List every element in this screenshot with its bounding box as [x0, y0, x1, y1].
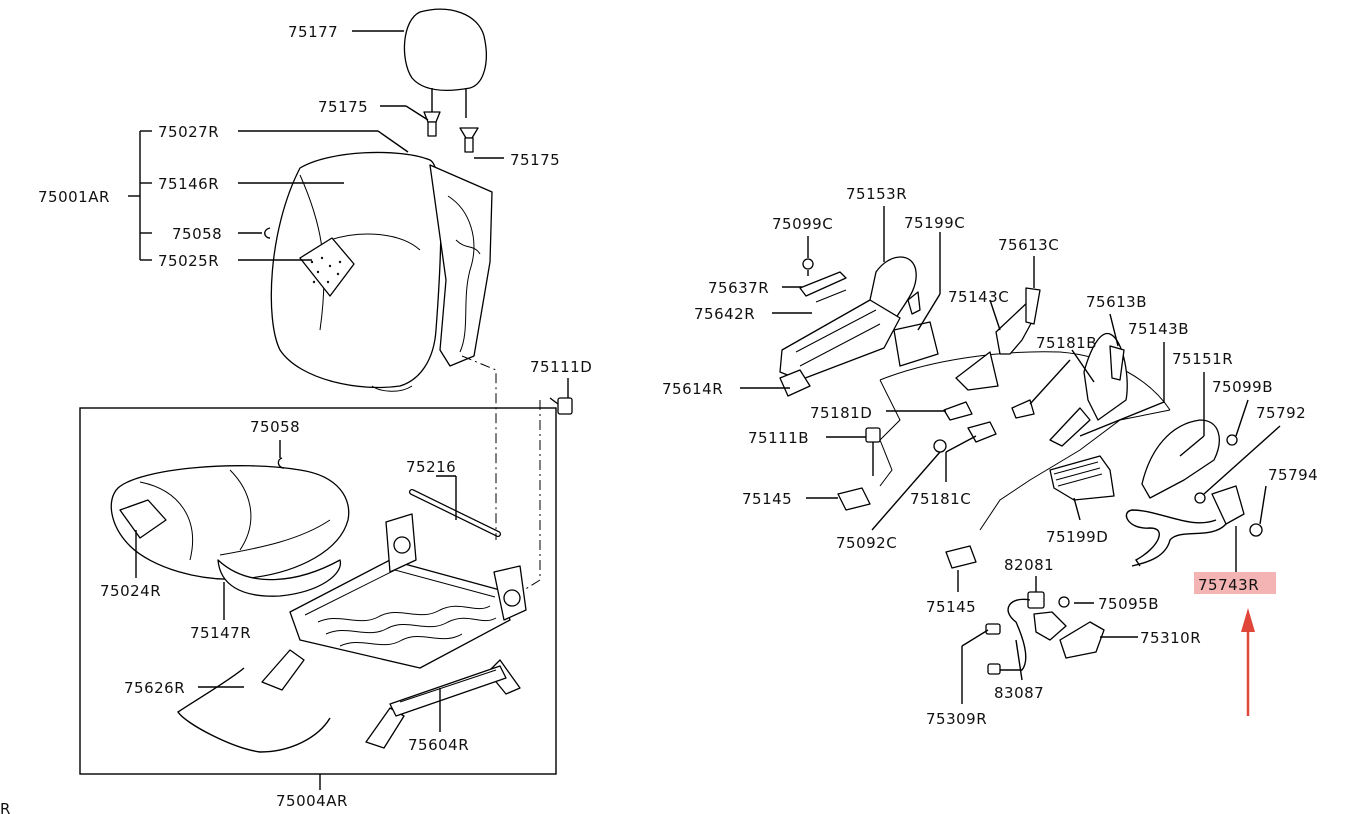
clip-part	[264, 227, 271, 239]
nut-75092c-part	[933, 439, 947, 453]
cap-75145-lower-part	[945, 545, 977, 569]
label-75143b: 75143B	[1128, 320, 1189, 338]
part-highlight	[1194, 572, 1276, 594]
label-75181d: 75181D	[810, 404, 872, 422]
label-75099b: 75099B	[1212, 378, 1273, 396]
nut-75794-part	[1249, 523, 1263, 537]
part-labels: 75177 75175 75175 75027R 75146R 75001AR …	[0, 23, 1318, 814]
label-75151r: 75151R	[1172, 350, 1233, 368]
label-75181c: 75181C	[910, 490, 971, 508]
label-75143c: 75143C	[948, 288, 1009, 306]
leader-lines-left	[128, 30, 569, 790]
red-arrow-icon	[1241, 608, 1255, 716]
label-75181b: 75181B	[1036, 334, 1097, 352]
cover-75310r-part	[1059, 621, 1105, 659]
recliner-part	[779, 256, 939, 397]
label-75613c: 75613C	[998, 236, 1059, 254]
label-75637r: 75637R	[708, 279, 769, 297]
wire-part	[177, 667, 331, 753]
label-75111b: 75111B	[748, 429, 809, 447]
label-75309r: 75309R	[926, 710, 987, 728]
label-75095b: 75095B	[1098, 595, 1159, 613]
seat-cushion-box	[79, 407, 557, 775]
buckle-75743r-part	[1125, 485, 1245, 567]
label-75642r: 75642R	[694, 305, 755, 323]
label-75146r: 75146R	[158, 175, 219, 193]
label-75604r: 75604R	[408, 736, 469, 754]
clip-part-lower	[277, 457, 285, 469]
harness-part	[985, 591, 1067, 675]
clip-75095b-part	[1058, 596, 1070, 608]
label-75199d: 75199D	[1046, 528, 1108, 546]
bolt-75099b-part	[1226, 434, 1238, 446]
cover-75199d-part	[1049, 455, 1115, 501]
label-75626r: 75626R	[124, 679, 185, 697]
label-75004ar: 75004AR	[276, 792, 348, 810]
washer-75792-part	[1194, 492, 1206, 504]
cover-75151r-part	[1141, 419, 1220, 499]
bolt-part	[549, 397, 573, 415]
leader-lines-right	[740, 206, 1281, 704]
label-83087: 83087	[994, 684, 1044, 702]
label-75177: 75177	[288, 23, 338, 41]
bracket-75143b-part	[1049, 332, 1128, 447]
label-75145-a: 75145	[742, 490, 792, 508]
label-75153r: 75153R	[846, 185, 907, 203]
label-75794: 75794	[1268, 466, 1318, 484]
clip-75181d-part	[943, 401, 973, 421]
label-75199c: 75199C	[904, 214, 965, 232]
label-75145-b: 75145	[926, 598, 976, 616]
clip-75181b-part	[1011, 399, 1035, 419]
label-75216: 75216	[406, 458, 456, 476]
bolt-75099c-part	[802, 258, 814, 276]
label-75613b: 75613B	[1086, 293, 1147, 311]
label-75743r: 75743R	[1198, 576, 1259, 594]
label-75175-a: 75175	[318, 98, 368, 116]
lever-part	[799, 271, 847, 303]
label-75058-a: 75058	[172, 225, 222, 243]
label-r: R	[0, 800, 11, 814]
seat-back-part	[270, 151, 493, 392]
cap-75145-part	[837, 487, 871, 511]
label-75025r: 75025R	[158, 252, 219, 270]
label-75614r: 75614R	[662, 380, 723, 398]
label-75792: 75792	[1256, 404, 1306, 422]
headrest-part	[403, 8, 487, 118]
label-82081: 82081	[1004, 556, 1054, 574]
seat-frame-part	[261, 513, 527, 749]
label-75175-b: 75175	[510, 151, 560, 169]
label-75111d: 75111D	[530, 358, 592, 376]
seat-cushion-part	[110, 465, 350, 597]
label-75099c: 75099C	[772, 215, 833, 233]
bolt-75111b-part	[865, 427, 881, 476]
label-75147r: 75147R	[190, 624, 251, 642]
label-75058-b: 75058	[250, 418, 300, 436]
clip-75181c-part	[967, 421, 997, 443]
label-75024r: 75024R	[100, 582, 161, 600]
label-75001ar: 75001AR	[38, 188, 110, 206]
label-75310r: 75310R	[1140, 629, 1201, 647]
label-75027r: 75027R	[158, 123, 219, 141]
label-75092c: 75092C	[836, 534, 897, 552]
headrest-guide-part	[423, 111, 479, 153]
bracket-75143c-part	[955, 351, 999, 391]
